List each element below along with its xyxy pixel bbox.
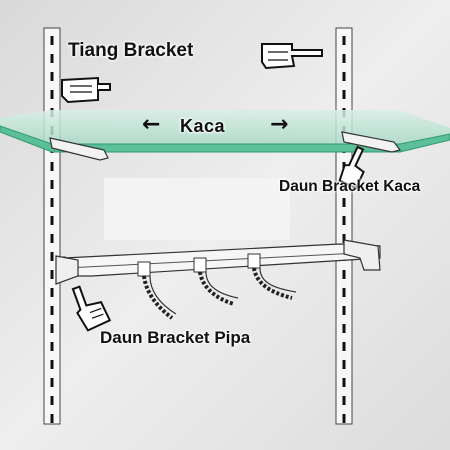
pipe-bracket-left (55, 255, 79, 285)
upright-slot (342, 360, 346, 369)
upright-slot (50, 270, 54, 279)
upright-slot (342, 378, 346, 387)
upright-slot (50, 90, 54, 99)
upright-slot (50, 36, 54, 45)
upright-slot (342, 216, 346, 225)
glass-bracket-right (341, 131, 402, 153)
upright-slot (342, 342, 346, 351)
upright-slot (50, 72, 54, 81)
upright-slot (342, 36, 346, 45)
upright-slot (342, 414, 346, 423)
pipe-bracket-right (343, 239, 381, 271)
upright-slot (342, 72, 346, 81)
upright-slot (342, 90, 346, 99)
upright-slot (50, 162, 54, 171)
hand-pointing-up-icon (338, 145, 365, 190)
upright-left-slots (50, 36, 54, 423)
upright-slot (50, 234, 54, 243)
upright-slot (50, 180, 54, 189)
upright-slot (50, 396, 54, 405)
upright-slot (50, 216, 54, 225)
white-blur-patch (104, 178, 290, 240)
upright-slot (50, 306, 54, 315)
upright-slot (50, 54, 54, 63)
upright-slot (342, 396, 346, 405)
upright-slot (342, 306, 346, 315)
arrow-left-icon: ← (142, 112, 161, 137)
label-daun-bracket-pipa: Daun Bracket Pipa (100, 328, 251, 347)
upright-slot (342, 234, 346, 243)
glass-shelf (0, 110, 450, 153)
arrow-right-icon: → (270, 112, 289, 137)
upright-right (335, 27, 353, 425)
upright-slot (50, 414, 54, 423)
upright-left (43, 27, 61, 425)
upright-slot (50, 324, 54, 333)
upright-slot (342, 288, 346, 297)
upright-slot (342, 54, 346, 63)
hook-3 (247, 253, 297, 300)
hook-1 (137, 261, 177, 320)
label-kaca: Kaca (180, 116, 226, 136)
upright-slot (50, 198, 54, 207)
upright-slot (50, 378, 54, 387)
hand-pointing-up-icon (71, 285, 112, 332)
upright-slot (50, 252, 54, 261)
label-tiang-bracket: Tiang Bracket (68, 40, 194, 61)
hand-pointing-left-icon (61, 76, 111, 104)
upright-slot (342, 270, 346, 279)
upright-slot (50, 288, 54, 297)
upright-slot (342, 180, 346, 189)
hook-2 (193, 257, 239, 306)
hand-pointing-right-icon (261, 43, 323, 70)
upright-slot (50, 342, 54, 351)
upright-slot (50, 360, 54, 369)
upright-slot (342, 198, 346, 207)
label-daun-bracket-kaca: Daun Bracket Kaca (279, 178, 421, 195)
upright-slot (342, 324, 346, 333)
glass-bracket-left (49, 137, 109, 161)
